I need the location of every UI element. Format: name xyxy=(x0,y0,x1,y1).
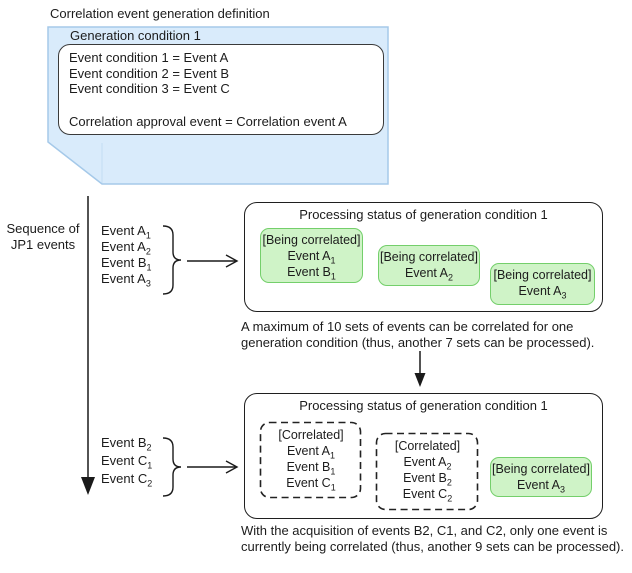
brace-group2-icon xyxy=(162,437,182,497)
event-item: Event B2 xyxy=(101,435,152,453)
flow-arrowhead-down-icon xyxy=(414,373,426,387)
event-label: Event A2 xyxy=(403,455,452,472)
processing-box-2-title: Processing status of generation conditio… xyxy=(299,398,548,413)
being-correlated-set-remaining: [Being correlated] Event A3 xyxy=(490,457,592,497)
event-label: Event B1 xyxy=(287,265,336,282)
correlation-approval-line: Correlation approval event = Correlation… xyxy=(69,113,347,129)
processing-status-box-2: Processing status of generation conditio… xyxy=(244,393,603,519)
generation-condition-header: Generation condition 1 xyxy=(70,28,201,43)
sequence-of-jp1-events-label: Sequence of JP1 events xyxy=(0,221,86,253)
status-label: [Being correlated] xyxy=(493,268,592,282)
correlated-set-dashed-outline-1 xyxy=(259,421,362,499)
event-item: Event A1 xyxy=(101,223,151,241)
event-item: Event C2 xyxy=(101,471,153,489)
event-item: Event A3 xyxy=(101,271,151,289)
event-label: Event A1 xyxy=(287,249,336,266)
being-correlated-set-2: [Being correlated] Event A2 xyxy=(378,245,480,286)
flow-arrowhead-right-1-icon xyxy=(225,254,239,268)
correlated-set-1: [Correlated] Event A1 Event B1 Event C1 xyxy=(261,423,361,498)
sequence-label-line2: JP1 events xyxy=(10,237,76,252)
sequence-label-line1: Sequence of xyxy=(6,221,80,236)
status-label: [Being correlated] xyxy=(380,250,478,264)
brace-group1-icon xyxy=(162,225,182,295)
event-label: Event A1 xyxy=(286,444,336,461)
processing-box-1-title: Processing status of generation conditio… xyxy=(299,207,548,222)
diagram-title: Correlation event generation definition xyxy=(50,6,270,21)
correlated-set-dashed-outline-2 xyxy=(375,432,479,511)
being-correlated-set-1: [Being correlated] Event A1 Event B1 xyxy=(260,228,363,283)
event-condition-line: Event condition 1 = Event A xyxy=(69,50,229,65)
status-label: [Correlated] xyxy=(278,428,344,442)
incoming-event-group-1: Event A1 Event A2 Event B1 Event A3 xyxy=(101,223,152,289)
event-condition-line: Event condition 2 = Event B xyxy=(69,65,230,81)
being-correlated-set-3: [Being correlated] Event A3 xyxy=(490,263,595,305)
correlated-set-2: [Correlated] Event A2 Event B2 Event C2 xyxy=(377,434,478,510)
status-label: [Being correlated] xyxy=(492,462,590,476)
event-item: Event C1 xyxy=(101,453,153,471)
box-1-caption: A maximum of 10 sets of events can be co… xyxy=(241,319,595,350)
status-label: [Being correlated] xyxy=(262,233,361,247)
event-condition-line: Event condition 3 = Event C xyxy=(69,81,230,96)
event-label: Event C2 xyxy=(402,487,453,504)
box-2-caption: With the acquisition of events B2, C1, a… xyxy=(241,523,624,554)
processing-status-box-1: Processing status of generation conditio… xyxy=(244,202,603,312)
blank-line xyxy=(69,97,383,114)
event-label: Event A3 xyxy=(516,478,566,495)
event-item: Event A2 xyxy=(101,239,151,257)
event-item: Event B1 xyxy=(101,255,152,273)
event-label: Event A3 xyxy=(518,284,567,301)
event-label: Event B1 xyxy=(286,460,336,477)
event-label: Event C1 xyxy=(286,476,336,493)
generation-condition-definition-box: Event condition 1 = Event A Event condit… xyxy=(58,44,384,135)
sequence-arrow-down-icon xyxy=(81,477,95,495)
incoming-event-group-2: Event B2 Event C1 Event C2 xyxy=(101,434,152,488)
flow-arrowhead-right-2-icon xyxy=(225,460,239,474)
status-label: [Correlated] xyxy=(394,439,461,453)
event-label: Event A2 xyxy=(404,266,454,283)
event-label: Event B2 xyxy=(403,471,452,488)
